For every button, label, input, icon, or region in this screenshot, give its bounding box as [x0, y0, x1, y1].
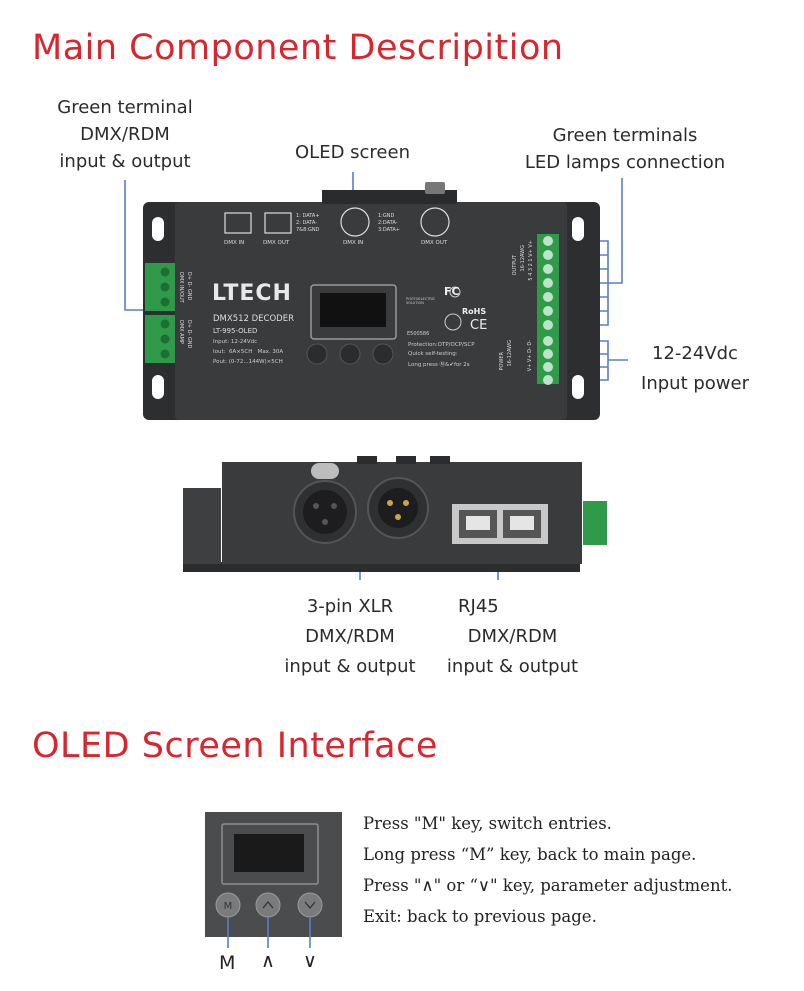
- key-label-up: ∧: [261, 950, 275, 972]
- instruction-line: Press "M" key, switch entries.: [363, 814, 612, 833]
- xlr-pin-legend: 1:GND 2:DATA- 3:DATA+: [378, 213, 400, 233]
- xlr-in-icon: [340, 207, 370, 237]
- label-line: 12-24Vdc: [652, 343, 738, 364]
- oled-panel-screen: [234, 834, 304, 872]
- up-button: [339, 343, 361, 365]
- label-line: DMX/RDM: [80, 124, 170, 145]
- label-green-terminal-dmx: Green terminal DMX/RDM input & output: [40, 94, 210, 175]
- mount-hole: [152, 375, 164, 399]
- long-press-text: Long press Ⓜ&✔for 2s: [408, 362, 470, 368]
- model-code: LT-995-OLED: [213, 327, 258, 335]
- brand-logo: LTECH: [212, 281, 292, 306]
- xlr-out-icon: [420, 207, 450, 237]
- cert-small-text: PHOTOELECTRIC SOLUTION: [406, 297, 436, 305]
- cert-ce: CE: [470, 318, 488, 333]
- mount-hole: [152, 217, 164, 241]
- label-input-power: 12-24Vdc Input power: [620, 339, 770, 399]
- model-name: DMX512 DECODER: [213, 314, 294, 324]
- label-line: input & output: [446, 656, 579, 677]
- protection-text: Protection:OTP/OCP/SCP: [408, 342, 475, 348]
- port-xlr-in-label: DMX IN: [343, 240, 364, 246]
- label-line: RJ45: [458, 596, 499, 617]
- rj45-out-icon: [264, 212, 292, 234]
- instruction-line: Exit: back to previous page.: [363, 907, 597, 926]
- instruction-line: Press "∧" or “∨" key, parameter adjustme…: [363, 876, 733, 895]
- port-dmx-in-label: DMX IN: [224, 240, 245, 246]
- right-terminal-block: [537, 234, 559, 385]
- instruction-line: Long press “M” key, back to main page.: [363, 845, 697, 864]
- label-oled-screen: OLED screen: [295, 142, 410, 163]
- label-line: Green terminal: [57, 97, 193, 118]
- label-line: LED lamps connection: [524, 152, 726, 173]
- terminal-dmx-amp-pins: D+ D- GND: [186, 320, 192, 349]
- spec-iout: Iout: 6A×5CH Max. 30A: [213, 349, 284, 355]
- key-label-m: M: [219, 952, 236, 974]
- cert-code: E500586: [407, 331, 430, 337]
- port-dmx-out-label: DMX OUT: [263, 240, 290, 246]
- spec-input: Input: 12-24Vdc: [213, 339, 258, 345]
- instructions-list: Press "M" key, switch entries. Long pres…: [363, 808, 732, 932]
- down-button: [372, 343, 394, 365]
- label-line: 3-pin XLR: [306, 596, 394, 617]
- label-line: DMX/RDM: [305, 626, 395, 647]
- key-label-down: ∨: [303, 950, 317, 972]
- mount-hole: [572, 217, 584, 241]
- port-xlr-out-label: DMX OUT: [421, 240, 448, 246]
- label-xlr: 3-pin XLR DMX/RDM input & output: [270, 592, 430, 682]
- oled-bezel: [310, 284, 397, 340]
- section-title-main-component: Main Component Descripition: [32, 28, 564, 68]
- terminal-dmx-amp-label: DMX AMP: [178, 320, 184, 344]
- label-rj45: RJ45 DMX/RDM input & output: [430, 592, 595, 682]
- oled-screen: [320, 293, 386, 327]
- rj45-pin-legend: 1: DATA+ 2: DATA- 7&8:GND: [296, 213, 320, 233]
- svg-text:M: M: [224, 901, 233, 912]
- cert-rohs: RoHS: [462, 307, 487, 316]
- mount-hole: [572, 375, 584, 399]
- spec-pout: Pout: (0-72...144W)×5CH: [213, 359, 283, 365]
- side-terminal: [583, 501, 607, 545]
- up-key-icon: [255, 892, 281, 918]
- label-green-terminals-led: Green terminals LED lamps connection: [505, 122, 745, 176]
- label-line: input & output: [59, 151, 191, 172]
- label-line: input & output: [284, 656, 416, 677]
- logo-icon: [449, 286, 461, 298]
- label-line: Green terminals: [552, 125, 698, 146]
- rj45-in-icon: [224, 212, 252, 234]
- terminal-dmx-in-out-pins: D+ D- GND: [186, 272, 192, 301]
- label-line: DMX/RDM: [467, 626, 558, 647]
- oled-panel: [205, 812, 342, 937]
- left-terminal-block: [145, 263, 175, 363]
- self-test-text: Quick self-testing:: [408, 351, 458, 357]
- cert-ul-icon: [444, 313, 462, 331]
- down-key-icon: [297, 892, 323, 918]
- cert-fc: FC: [444, 285, 460, 298]
- terminal-dmx-in-out-label: DMX IN/OUT: [178, 272, 184, 303]
- m-button: [306, 343, 328, 365]
- section-title-oled-interface: OLED Screen Interface: [32, 726, 438, 766]
- label-line: Input power: [641, 373, 749, 394]
